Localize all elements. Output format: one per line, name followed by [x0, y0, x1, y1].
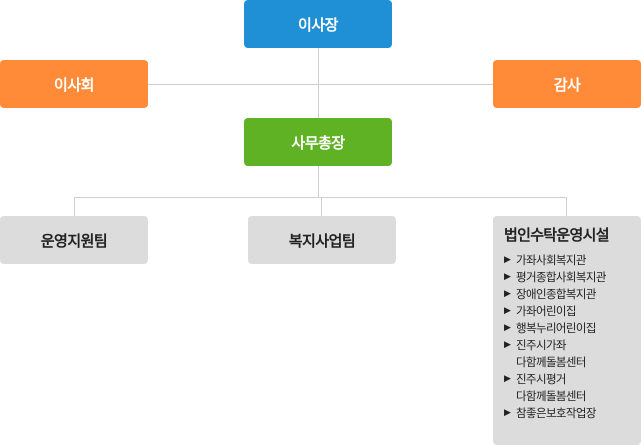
- chairman-box: 이사장: [244, 0, 392, 48]
- team-box-welfare-projects: 복지사업팀: [248, 216, 396, 264]
- connector-drop-team-1: [74, 197, 75, 216]
- connector-vertical-secretary: [318, 166, 319, 198]
- facility-label: 참좋은보호작업장: [516, 406, 596, 420]
- triangle-right-icon: ▶: [504, 272, 511, 282]
- triangle-right-icon: ▶: [504, 374, 511, 384]
- facility-label: 장애인종합복지관: [516, 287, 596, 301]
- secretary-general-box: 사무총장: [244, 118, 392, 166]
- board-label: 이사회: [54, 75, 94, 94]
- board-box: 이사회: [0, 60, 148, 108]
- triangle-right-icon: ▶: [504, 306, 511, 316]
- facility-label: 진주시평거 다함께돌봄센터: [516, 372, 586, 403]
- connector-drop-team-2: [321, 197, 322, 216]
- connector-vertical-main: [318, 48, 319, 118]
- triangle-right-icon: ▶: [504, 323, 511, 333]
- facility-label: 행복누리어린이집: [516, 321, 596, 335]
- triangle-right-icon: ▶: [504, 408, 511, 418]
- facility-item: ▶ 평거종합사회복지관: [504, 269, 641, 286]
- facility-label: 진주시가좌 다함께돌봄센터: [516, 338, 586, 369]
- facility-item: ▶ 가좌어린이집: [504, 303, 641, 320]
- facility-label: 평거종합사회복지관: [516, 270, 606, 284]
- facility-label: 가좌어린이집: [516, 304, 576, 318]
- corporation-facilities-title: 법인수탁운영시설: [504, 226, 610, 244]
- triangle-right-icon: ▶: [504, 340, 511, 350]
- facility-list: ▶ 가좌사회복지관 ▶ 평거종합사회복지관 ▶ 장애인종합복지관 ▶ 가좌어린이…: [504, 252, 641, 422]
- facility-item: ▶ 진주시평거 다함께돌봄센터: [504, 371, 641, 405]
- team-label: 운영지원팀: [40, 231, 108, 250]
- secretary-general-label: 사무총장: [291, 133, 345, 152]
- facility-item: ▶ 참좋은보호작업장: [504, 405, 641, 422]
- corporation-facilities-box: 법인수탁운영시설 ▶ 가좌사회복지관 ▶ 평거종합사회복지관 ▶ 장애인종합복지…: [493, 216, 641, 445]
- facility-item: ▶ 가좌사회복지관: [504, 252, 641, 269]
- facility-item: ▶ 진주시가좌 다함께돌봄센터: [504, 337, 641, 371]
- team-box-operations-support: 운영지원팀: [0, 216, 148, 264]
- connector-horizontal-board-auditor: [148, 84, 493, 85]
- connector-drop-corporation: [566, 197, 567, 216]
- facility-label: 가좌사회복지관: [516, 253, 586, 267]
- triangle-right-icon: ▶: [504, 255, 511, 265]
- team-label: 복지사업팀: [288, 231, 356, 250]
- auditor-label: 감사: [553, 75, 581, 94]
- facility-item: ▶ 행복누리어린이집: [504, 320, 641, 337]
- chairman-label: 이사장: [298, 15, 338, 34]
- triangle-right-icon: ▶: [504, 289, 511, 299]
- facility-item: ▶ 장애인종합복지관: [504, 286, 641, 303]
- connector-horizontal-teams: [74, 197, 567, 198]
- auditor-box: 감사: [493, 60, 641, 108]
